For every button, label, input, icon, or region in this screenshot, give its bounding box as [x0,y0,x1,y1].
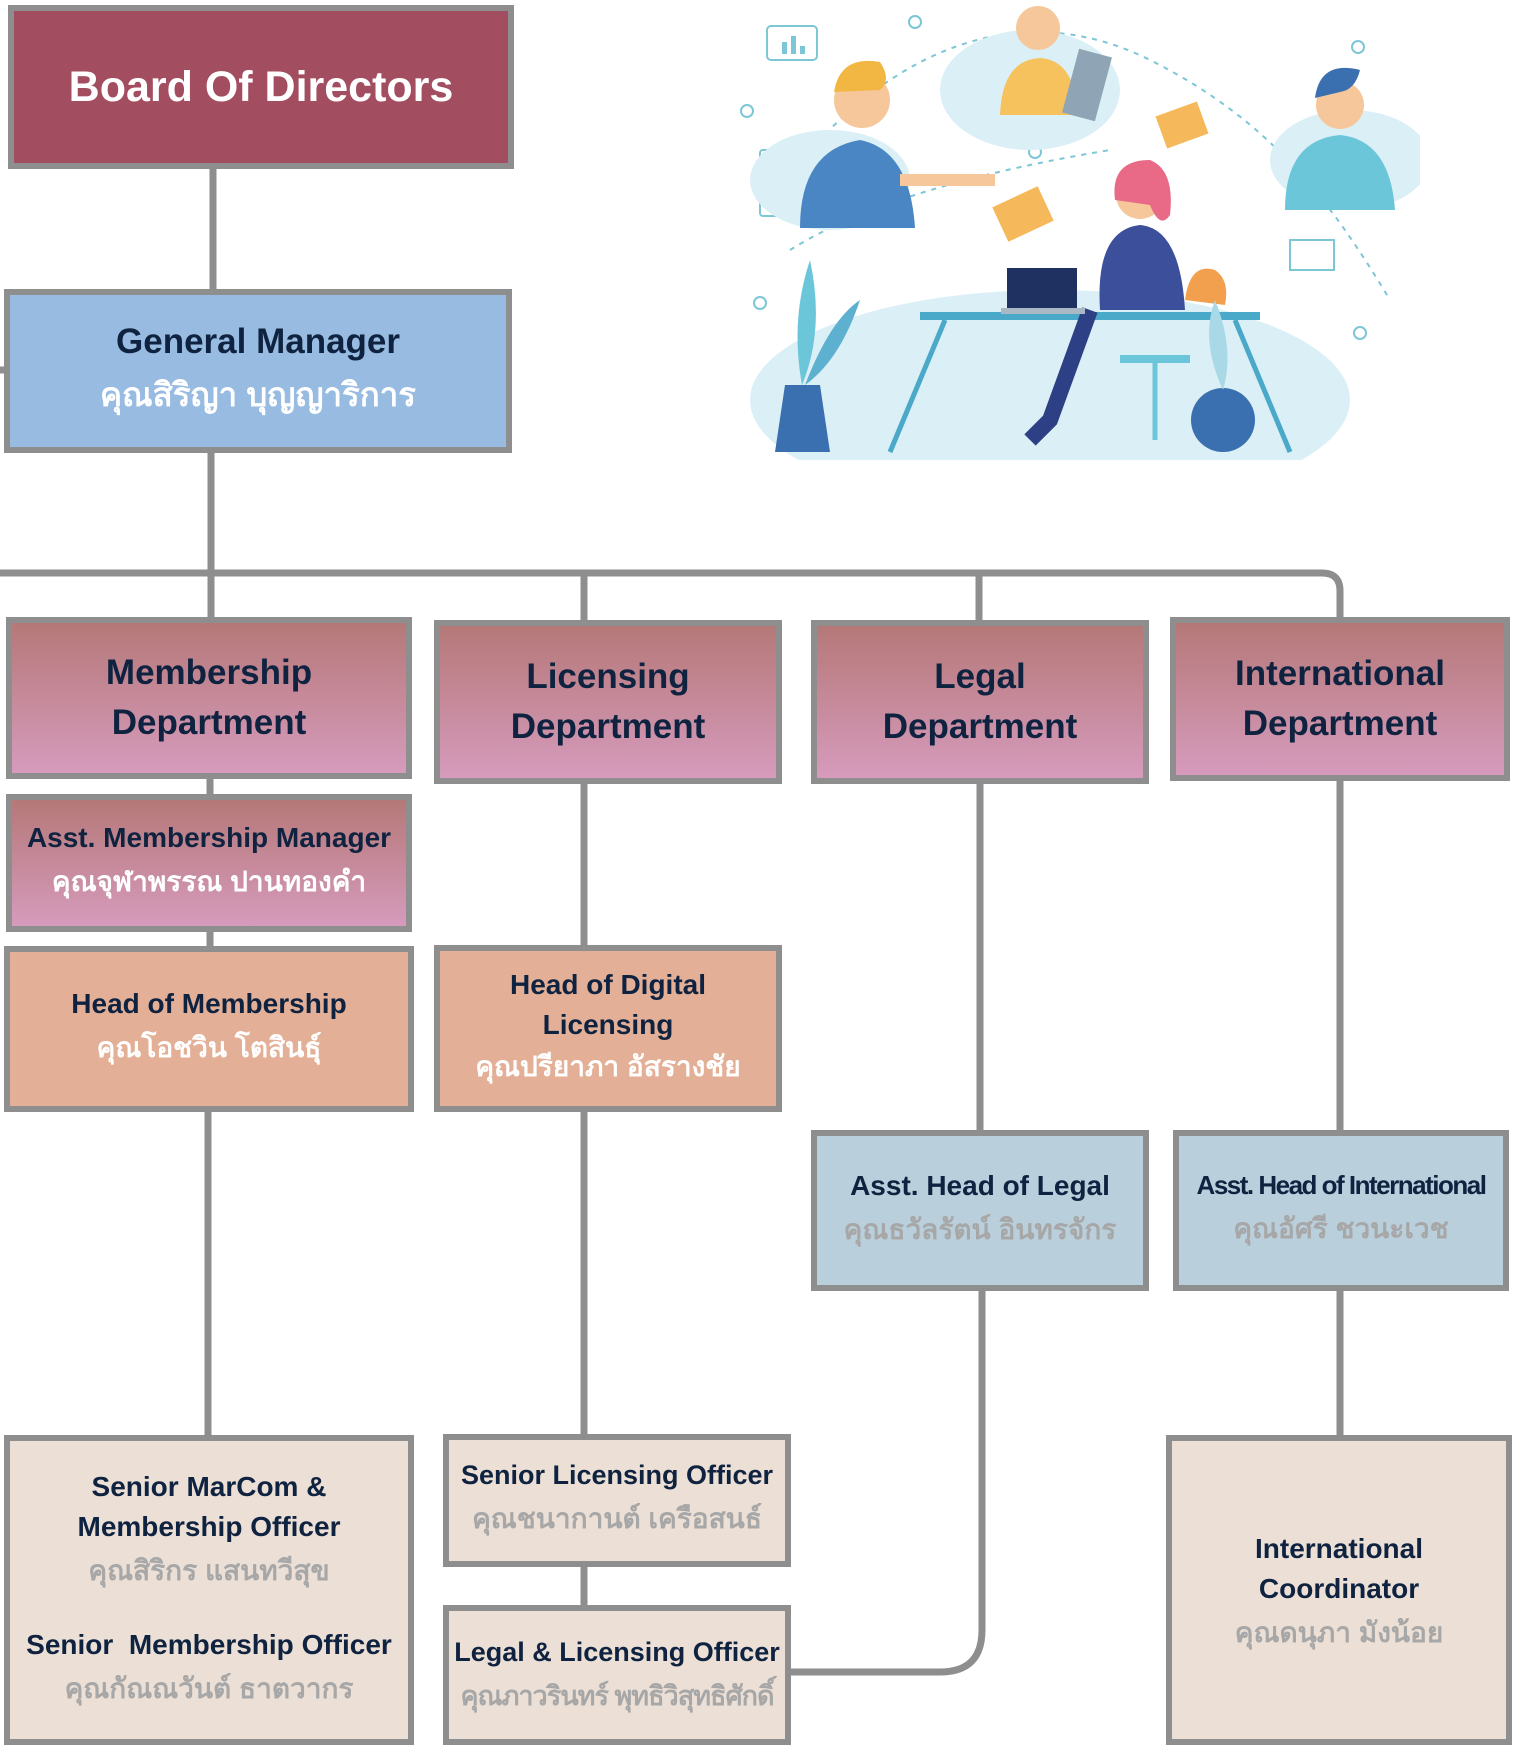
board-of-directors-box: Board Of Directors [8,5,514,169]
department-line2: Department [1242,704,1438,743]
asst-head-of-international-name: คุณอัศรี ชวนะเวช [1233,1213,1449,1244]
international-coordinator-name: คุณดนุภา มังน้อย [1234,1617,1444,1648]
senior-licensing-officer-name: คุณชนากานต์ เครือสนธ์ [472,1503,762,1534]
senior-marcom-title-line2: Membership Officer [77,1511,341,1542]
department-line2: Department [111,703,307,742]
connector-legal-officer [790,1290,986,1676]
asst-membership-manager-box: Asst. Membership Manager คุณจุฬาพรรณ ปาน… [6,794,412,932]
head-of-membership-title: Head of Membership [71,988,347,1019]
senior-membership-officer-name: คุณกัณณวันต์ ธาตวากร [64,1673,354,1704]
international-coordinator-title-line2: Coordinator [1258,1573,1420,1604]
general-manager-name: คุณสิริญา บุญญาริการ [99,375,417,413]
head-digital-licensing-title-line1: Head of Digital [509,968,706,1000]
international-coordinator-box: International Coordinator คุณดนุภา มังน้… [1166,1435,1512,1745]
legal-department-box: Legal Department [811,620,1149,784]
senior-membership-officer-title: Senior Membership Officer [26,1629,392,1660]
asst-head-of-legal-name: คุณธวัลรัตน์ อินทรจักร [843,1213,1117,1245]
asst-membership-manager-title: Asst. Membership Manager [26,822,392,853]
department-line2: Department [882,707,1078,746]
board-title: Board Of Directors [68,62,454,111]
senior-marcom-name: คุณสิริกร แสนทวีสุข [88,1555,330,1586]
department-line1: International [1234,654,1446,693]
asst-head-of-legal-box: Asst. Head of Legal คุณธวัลรัตน์ อินทรจั… [811,1130,1149,1291]
legal-licensing-officer-box: Legal & Licensing Officer คุณภาวรินทร์ พ… [443,1605,791,1745]
senior-marcom-title-line1: Senior MarCom & [91,1471,327,1502]
department-line1: Legal [934,657,1026,696]
international-coordinator-title-line1: International [1254,1533,1423,1564]
legal-licensing-officer-name: คุณภาวรินทร์ พุทธิวิสุทธิศักดิ์ [460,1681,774,1711]
senior-licensing-officer-box: Senior Licensing Officer คุณชนากานต์ เคร… [443,1434,791,1567]
membership-department-box: Membership Department [6,617,412,779]
general-manager-title: General Manager [116,321,400,361]
head-digital-licensing-title-line2: Licensing [542,1008,674,1040]
connector-dept-bus [0,569,1344,620]
legal-licensing-officer-title: Legal & Licensing Officer [454,1637,780,1667]
head-of-digital-licensing-box: Head of Digital Licensing คุณปรียาภา อัส… [434,945,782,1112]
asst-head-of-international-title: Asst. Head of International [1196,1170,1487,1200]
department-line1: Licensing [526,657,690,696]
head-digital-licensing-name: คุณปรียาภา อัสรางชัย [475,1050,741,1082]
international-department-box: International Department [1170,617,1510,781]
head-of-membership-box: Head of Membership คุณโอชวิน โตสินธุ์ [4,946,414,1112]
asst-membership-manager-name: คุณจุฬาพรรณ ปานทองคำ [51,866,367,897]
department-line1: Membership [105,653,313,692]
head-of-membership-name: คุณโอชวิน โตสินธุ์ [96,1032,322,1063]
licensing-department-box: Licensing Department [434,620,782,784]
senior-licensing-officer-title: Senior Licensing Officer [460,1460,774,1490]
general-manager-box: General Manager คุณสิริญา บุญญาริการ [4,289,512,453]
asst-head-of-legal-title: Asst. Head of Legal [850,1169,1110,1201]
department-line2: Department [510,707,706,746]
asst-head-of-international-box: Asst. Head of International คุณอัศรี ชวน… [1173,1130,1509,1291]
remote-team-collaboration-illustration [740,6,1420,460]
membership-officers-box: Senior MarCom & Membership Officer คุณสิ… [4,1435,414,1745]
